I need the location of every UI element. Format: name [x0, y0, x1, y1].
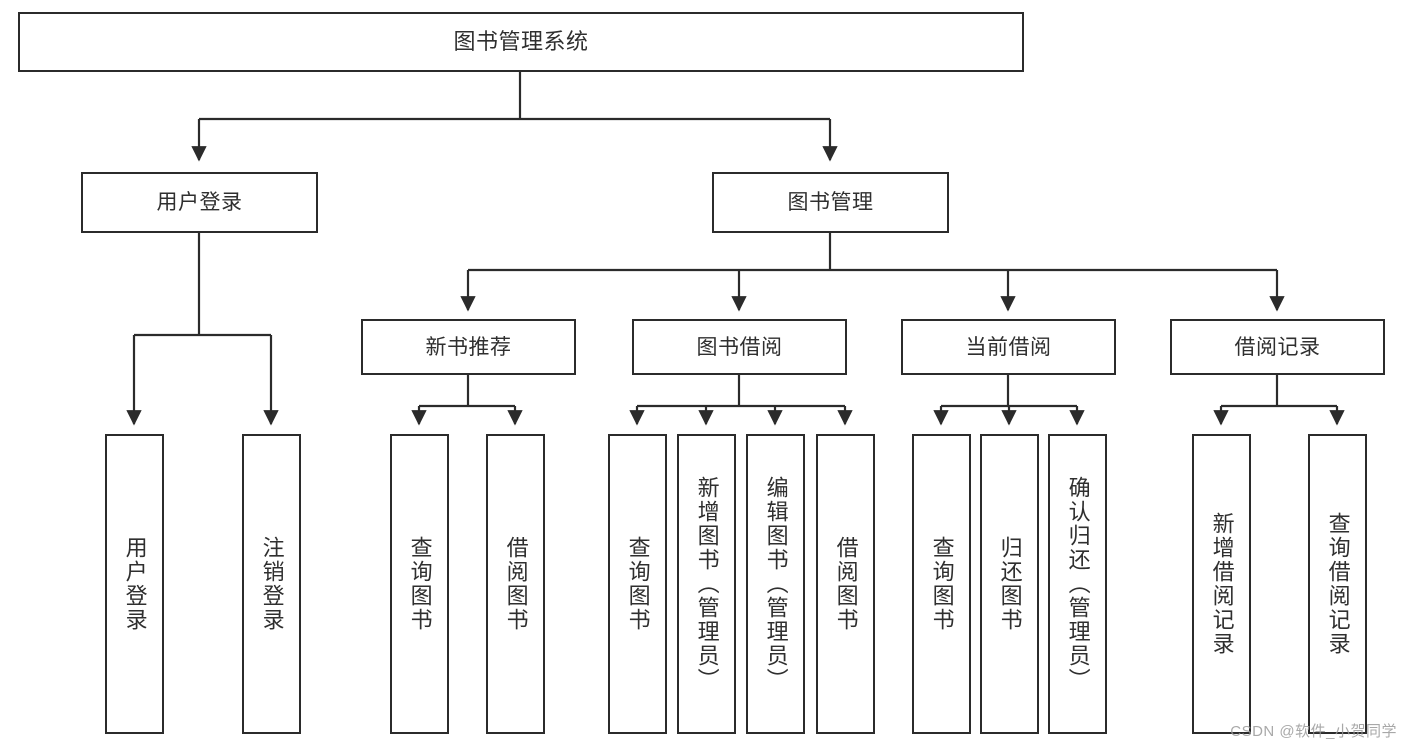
node-leaf-logout[interactable]: 注销登录 [242, 434, 301, 734]
node-current-borrow-label: 当前借阅 [965, 335, 1052, 359]
node-new-book-rec-label: 新书推荐 [425, 335, 512, 359]
node-leaf-return-book-label: 归还图书 [997, 536, 1023, 632]
node-leaf-add-record-label: 新增借阅记录 [1209, 512, 1235, 656]
node-leaf-query-book-3[interactable]: 查询图书 [912, 434, 971, 734]
node-leaf-add-record[interactable]: 新增借阅记录 [1192, 434, 1251, 734]
node-leaf-user-login[interactable]: 用户登录 [105, 434, 164, 734]
node-leaf-borrow-book-2[interactable]: 借阅图书 [816, 434, 875, 734]
node-current-borrow[interactable]: 当前借阅 [901, 319, 1116, 375]
node-leaf-return-book[interactable]: 归还图书 [980, 434, 1039, 734]
node-leaf-add-book[interactable]: 新增图书（管理员） [677, 434, 736, 734]
node-leaf-query-book-1[interactable]: 查询图书 [390, 434, 449, 734]
node-book-mgmt[interactable]: 图书管理 [712, 172, 949, 233]
node-leaf-query-book-1-label: 查询图书 [407, 536, 433, 632]
node-leaf-query-book-2[interactable]: 查询图书 [608, 434, 667, 734]
node-leaf-borrow-book-2-label: 借阅图书 [833, 536, 859, 632]
node-leaf-user-login-label: 用户登录 [122, 536, 148, 632]
node-leaf-edit-book-label: 编辑图书（管理员） [763, 476, 789, 692]
node-leaf-query-book-3-label: 查询图书 [929, 536, 955, 632]
node-book-mgmt-label: 图书管理 [787, 191, 874, 214]
node-leaf-confirm-return-label: 确认归还（管理员） [1065, 476, 1091, 692]
node-leaf-query-book-2-label: 查询图书 [625, 536, 651, 632]
node-root[interactable]: 图书管理系统 [18, 12, 1024, 72]
node-leaf-query-record[interactable]: 查询借阅记录 [1308, 434, 1367, 734]
node-leaf-confirm-return[interactable]: 确认归还（管理员） [1048, 434, 1107, 734]
node-book-borrow-label: 图书借阅 [696, 335, 783, 359]
node-leaf-logout-label: 注销登录 [259, 536, 285, 632]
node-leaf-query-record-label: 查询借阅记录 [1325, 512, 1351, 656]
node-new-book-rec[interactable]: 新书推荐 [361, 319, 576, 375]
node-leaf-edit-book[interactable]: 编辑图书（管理员） [746, 434, 805, 734]
node-borrow-record-label: 借阅记录 [1234, 335, 1321, 359]
csdn-watermark: CSDN @软件_小贺同学 [1230, 723, 1397, 740]
node-leaf-add-book-label: 新增图书（管理员） [694, 476, 720, 692]
node-user-login[interactable]: 用户登录 [81, 172, 318, 233]
node-book-borrow[interactable]: 图书借阅 [632, 319, 847, 375]
node-user-login-label: 用户登录 [156, 191, 243, 214]
node-root-label: 图书管理系统 [453, 29, 589, 54]
node-leaf-borrow-book-1[interactable]: 借阅图书 [486, 434, 545, 734]
node-borrow-record[interactable]: 借阅记录 [1170, 319, 1385, 375]
node-leaf-borrow-book-1-label: 借阅图书 [503, 536, 529, 632]
